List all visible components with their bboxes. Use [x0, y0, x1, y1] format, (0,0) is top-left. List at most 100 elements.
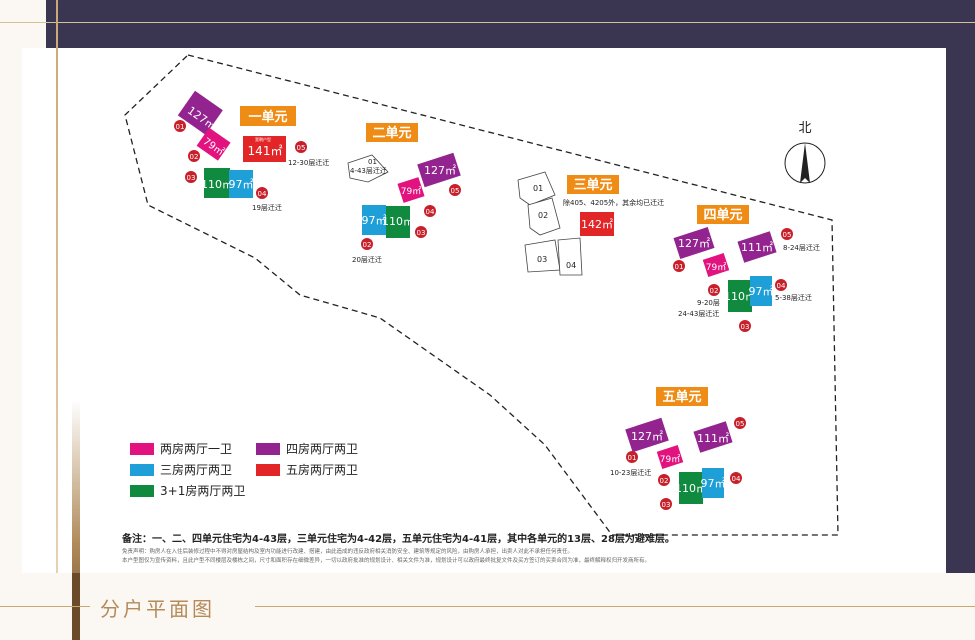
u2-note-b: 20层迁迁 [352, 255, 382, 264]
u5-97-text: 97㎡ [701, 477, 726, 490]
u2-n05: 05 [451, 187, 460, 195]
u5-111-text: 111㎡ [697, 432, 729, 445]
u5-n01: 01 [628, 454, 637, 462]
legend-item-3plus1br: 3+1房两厅两卫 [130, 482, 245, 499]
u5-97-block [702, 468, 724, 498]
u1-tag: 宽朝户型 [255, 136, 271, 142]
u5-n05: 05 [736, 420, 745, 428]
gold-gradient-bar [72, 400, 80, 640]
unit-2-label-box [366, 123, 418, 142]
unit-3-label-box [567, 175, 619, 194]
u2-97-block [362, 205, 386, 235]
u5-110-block [679, 472, 703, 504]
u4-note-c: 24-43层迁迁 [678, 309, 719, 318]
u2-note-01: 4-43层迁迁 [350, 166, 387, 175]
legend-item-2br: 两房两厅一卫 [130, 440, 232, 457]
u4-n02: 02 [710, 287, 719, 295]
unit-3-group: 三单元 01 02 03 04 142㎡ 除405、4205外，其余均已迁迁 [517, 171, 664, 276]
u2-n03: 03 [417, 229, 426, 237]
disclaimer-line-2: 本户型图仅为宣传资料，且此户型不同楼层及楼栋之间，尺寸和面积存在细微差异，一切以… [122, 558, 651, 564]
u3-n04: 04 [566, 261, 576, 270]
u1-n05: 05 [297, 144, 306, 152]
u4-97-text: 97㎡ [749, 285, 774, 298]
u2-127-text: 127㎡ [424, 164, 456, 177]
u4-n05: 05 [783, 231, 792, 239]
footer-rule-left [0, 606, 90, 607]
u3-n02: 02 [538, 211, 548, 220]
u5-111-block [693, 421, 733, 453]
legend-item-4br: 四房两厅两卫 [256, 440, 358, 457]
u1-141-block [243, 136, 286, 162]
u4-note-d: 5-38层迁迁 [775, 293, 812, 302]
u4-n04: 04 [777, 282, 786, 290]
u4-79-block [702, 253, 730, 277]
u1-79-block [196, 127, 231, 161]
u3-142-text: 142㎡ [581, 218, 613, 231]
u4-note-b: 9-20层 [697, 299, 720, 307]
u2-79-block [397, 177, 425, 203]
site-boundary [124, 54, 839, 536]
u1-n04: 04 [258, 190, 267, 198]
u5-n04: 04 [732, 475, 741, 483]
u4-111-text: 111㎡ [741, 241, 773, 254]
u1-110-text: 110㎡ [201, 178, 233, 191]
u4-97-block [750, 276, 772, 306]
u2-127-block [417, 152, 461, 188]
u3-142-block [580, 212, 614, 236]
gold-rule-top [0, 22, 975, 23]
north-label: 北 [798, 121, 811, 136]
unit-3-label: 三单元 [573, 177, 612, 193]
u4-n03: 03 [741, 323, 750, 331]
unit-4-label: 四单元 [703, 207, 742, 223]
u1-97-block [229, 170, 253, 198]
u1-note-a: 12-30层迁迁 [288, 158, 329, 167]
u1-97-text: 97㎡ [229, 178, 254, 191]
u2-79-text: 79㎡ [401, 186, 421, 197]
unit-5-label-box [656, 387, 708, 406]
u1-n03: 03 [187, 174, 196, 182]
u4-111-block [737, 231, 777, 263]
unit-5-group: 五单元 127㎡ 111㎡ 79㎡ 110㎡ 97㎡ 01 02 03 04 0… [610, 387, 746, 510]
legend-item-3br: 三房两厅两卫 [130, 461, 232, 478]
u5-79-block [656, 445, 684, 469]
unit-1-label: 一单元 [248, 109, 287, 125]
u3-n01: 01 [533, 184, 543, 193]
u5-127-text: 127㎡ [631, 430, 663, 443]
u2-110-text: 110㎡ [382, 215, 414, 228]
u2-label-01: 01 [368, 158, 377, 166]
u2-110-block [386, 206, 410, 238]
u4-127-text: 127㎡ [678, 237, 710, 250]
u5-127-block [625, 417, 669, 453]
legend-item-5br: 五房两厅两卫 [256, 461, 358, 478]
u5-79-text: 79㎡ [660, 454, 680, 465]
u4-127-block [673, 226, 715, 260]
u1-n01: 01 [176, 123, 185, 131]
footer-rule-right [255, 606, 975, 607]
u2-97-text: 97㎡ [362, 214, 387, 227]
u5-n02: 02 [660, 477, 669, 485]
u5-note: 10-23层迁迁 [610, 468, 651, 477]
u1-127-block [177, 90, 223, 135]
top-frame-band [46, 0, 975, 48]
plan-board [22, 48, 946, 573]
unit-4-label-box [697, 205, 749, 224]
u4-79-text: 79㎡ [706, 262, 726, 273]
u4-note-a: 8-24层迁迁 [783, 243, 820, 252]
u5-110-text: 110㎡ [675, 482, 707, 495]
unit-1-group: 一单元 127㎡ 79㎡ 宽朝户型 141㎡ 110㎡ 97㎡ 01 02 03… [174, 90, 329, 212]
u5-n03: 03 [662, 501, 671, 509]
u4-110-block [728, 280, 752, 312]
u1-note-b: 19层迁迁 [252, 203, 282, 212]
unit-2-group: 二单元 01 4-43层迁迁 127㎡ 79㎡ 97㎡ 110㎡ 02 03 0… [347, 123, 461, 264]
u3-note: 除405、4205外，其余均已迁迁 [563, 198, 664, 207]
u1-110-block [204, 168, 230, 198]
u4-n01: 01 [675, 263, 684, 271]
u1-n02: 02 [190, 153, 199, 161]
unit-4-group: 四单元 127㎡ 111㎡ 79㎡ 110㎡ 97㎡ 01 02 03 04 0… [673, 205, 820, 332]
floor-note: 备注：一、二、四单元住宅为4-43层，三单元住宅为4-42层，五单元住宅为4-4… [122, 534, 675, 545]
u2-n04: 04 [426, 208, 435, 216]
unit-5-label: 五单元 [662, 389, 701, 405]
u3-n03: 03 [537, 255, 547, 264]
unit-2-label: 二单元 [372, 125, 411, 141]
